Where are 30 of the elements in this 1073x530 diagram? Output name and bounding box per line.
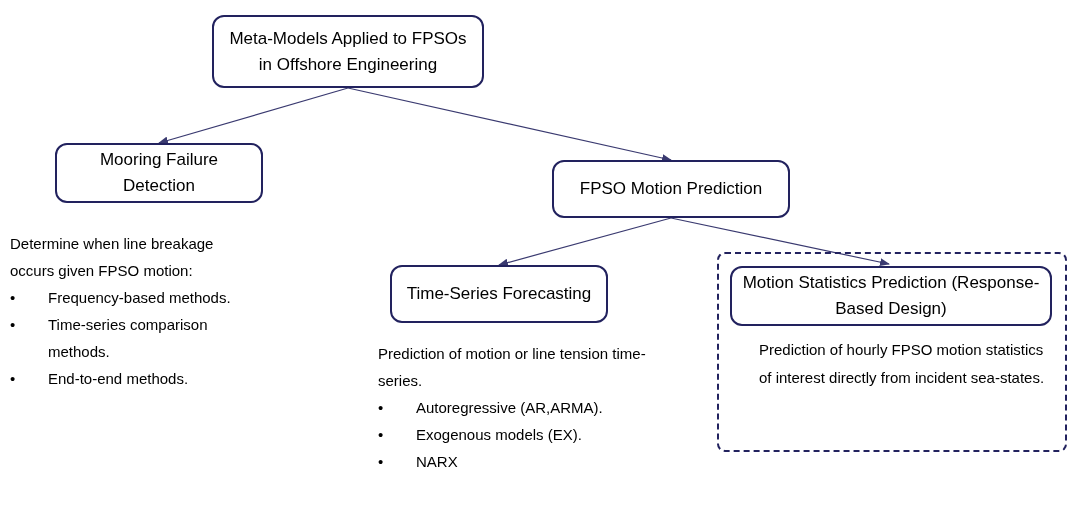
bullet-marker: • (378, 398, 385, 418)
description-text: Determine when line breakage occurs given FPSO motion: (10, 234, 215, 281)
bullet-item: Frequency-based methods. (48, 288, 231, 308)
bullet-item: Autoregressive (AR,ARMA). (416, 398, 603, 418)
bullet-marker: • (10, 369, 17, 389)
box-label: Mooring Failure Detection (98, 149, 220, 197)
bullet-item: NARX (416, 452, 458, 472)
box-label: Meta-Models Applied to FPSOs in Offshore Engineering (228, 27, 468, 76)
bullet-marker: • (378, 452, 385, 472)
box-label: Motion Statistics Prediction (Response-Based Design) (741, 272, 1041, 320)
box-label: FPSO Motion Prediction (579, 178, 763, 200)
description-text: Prediction of hourly FPSO motion statistics of interest directly from incident sea-states. (759, 340, 1046, 388)
bullet-marker: • (10, 288, 17, 308)
process-box (212, 15, 484, 88)
box-label: Time-Series Forecasting (406, 283, 592, 305)
bullet-item: Time-series comparison methods. (48, 315, 209, 362)
description-text: Prediction of motion or line tension time-series. (378, 344, 647, 391)
process-box (552, 160, 790, 218)
arrow (158, 87, 349, 145)
process-box (390, 265, 608, 323)
bullet-marker: • (378, 425, 385, 445)
process-box (55, 143, 263, 203)
arrow (498, 217, 672, 267)
bullet-item: End-to-end methods. (48, 369, 189, 389)
arrow (670, 217, 890, 267)
bullet-item: Exogenous models (EX). (416, 425, 582, 445)
process-box (730, 266, 1052, 326)
dashed-group-box (717, 252, 1067, 452)
arrow (347, 87, 672, 162)
bullet-marker: • (10, 315, 17, 335)
